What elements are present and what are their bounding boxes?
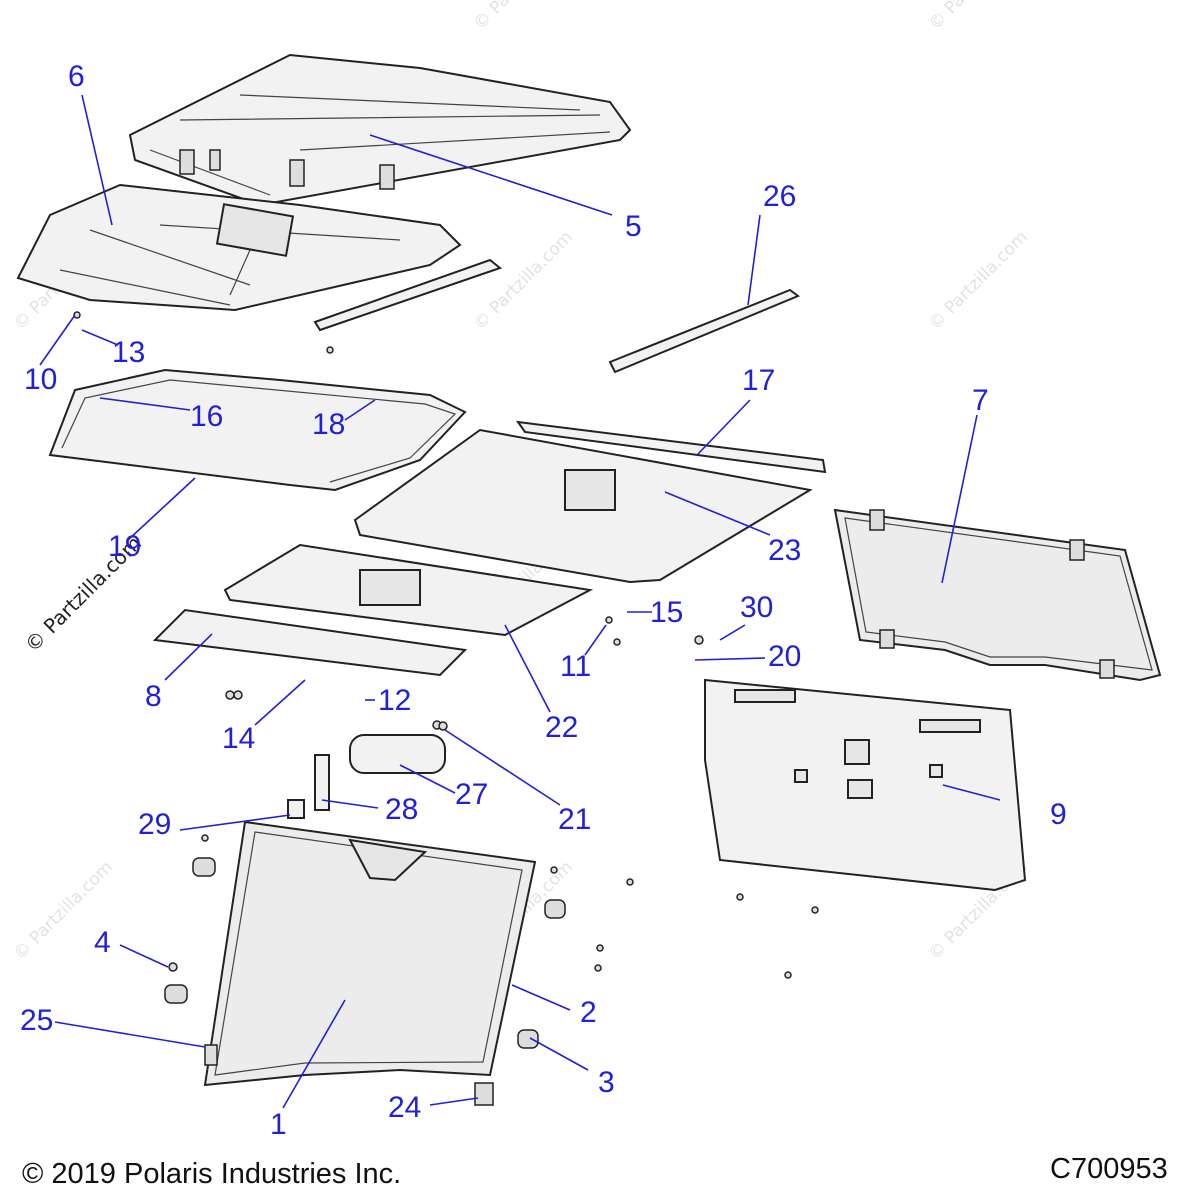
callout-2: 2 bbox=[580, 996, 597, 1029]
callout-12: 12 bbox=[378, 684, 412, 717]
callout-18: 18 bbox=[312, 408, 346, 441]
roof-cap bbox=[16, 183, 462, 312]
callout-25: 25 bbox=[20, 1004, 54, 1037]
callout-5: 5 bbox=[625, 210, 642, 243]
callout-26: 26 bbox=[763, 180, 797, 213]
callout-30: 30 bbox=[740, 591, 774, 624]
diagram-code: C700953 bbox=[1050, 1153, 1168, 1185]
callout-6: 6 bbox=[68, 60, 85, 93]
callout-3: 3 bbox=[598, 1066, 615, 1099]
rear-window bbox=[833, 508, 1162, 682]
rear-panel bbox=[704, 678, 1027, 892]
callout-16: 16 bbox=[190, 400, 224, 433]
callout-4: 4 bbox=[94, 926, 111, 959]
roof-top-panel bbox=[128, 53, 632, 207]
callout-19: 19 bbox=[108, 530, 142, 563]
callout-27: 27 bbox=[455, 778, 489, 811]
callout-29: 29 bbox=[138, 808, 172, 841]
callout-24: 24 bbox=[388, 1091, 422, 1124]
copyright-text: © 2019 Polaris Industries Inc. bbox=[22, 1158, 402, 1190]
callout-28: 28 bbox=[385, 793, 419, 826]
callout-8: 8 bbox=[145, 680, 162, 713]
headliner-rear bbox=[353, 428, 813, 584]
hardware bbox=[73, 311, 1115, 1106]
leader-lines bbox=[39, 94, 1001, 1109]
callout-9: 9 bbox=[1050, 798, 1067, 831]
trim-strip-26 bbox=[608, 288, 801, 374]
callout-11: 11 bbox=[560, 650, 592, 683]
callout-7: 7 bbox=[972, 384, 989, 417]
roof-seal bbox=[48, 368, 467, 492]
callout-17: 17 bbox=[742, 364, 776, 397]
callout-15: 15 bbox=[650, 596, 684, 629]
callout-22: 22 bbox=[545, 711, 579, 744]
callout-14: 14 bbox=[222, 722, 256, 755]
callout-1: 1 bbox=[270, 1108, 287, 1141]
front-bracket bbox=[152, 608, 468, 677]
headliner-front bbox=[223, 543, 594, 637]
callout-21: 21 bbox=[558, 803, 592, 836]
callout-10: 10 bbox=[24, 363, 58, 396]
rear-bracket bbox=[515, 420, 827, 474]
callout-13: 13 bbox=[112, 336, 146, 369]
callout-20: 20 bbox=[768, 640, 802, 673]
callout-23: 23 bbox=[768, 534, 802, 567]
mirror bbox=[349, 734, 446, 774]
trim-strip-upper bbox=[313, 258, 503, 332]
bracket-29 bbox=[287, 799, 305, 819]
mirror-bracket bbox=[314, 754, 330, 811]
windshield bbox=[203, 820, 537, 1087]
